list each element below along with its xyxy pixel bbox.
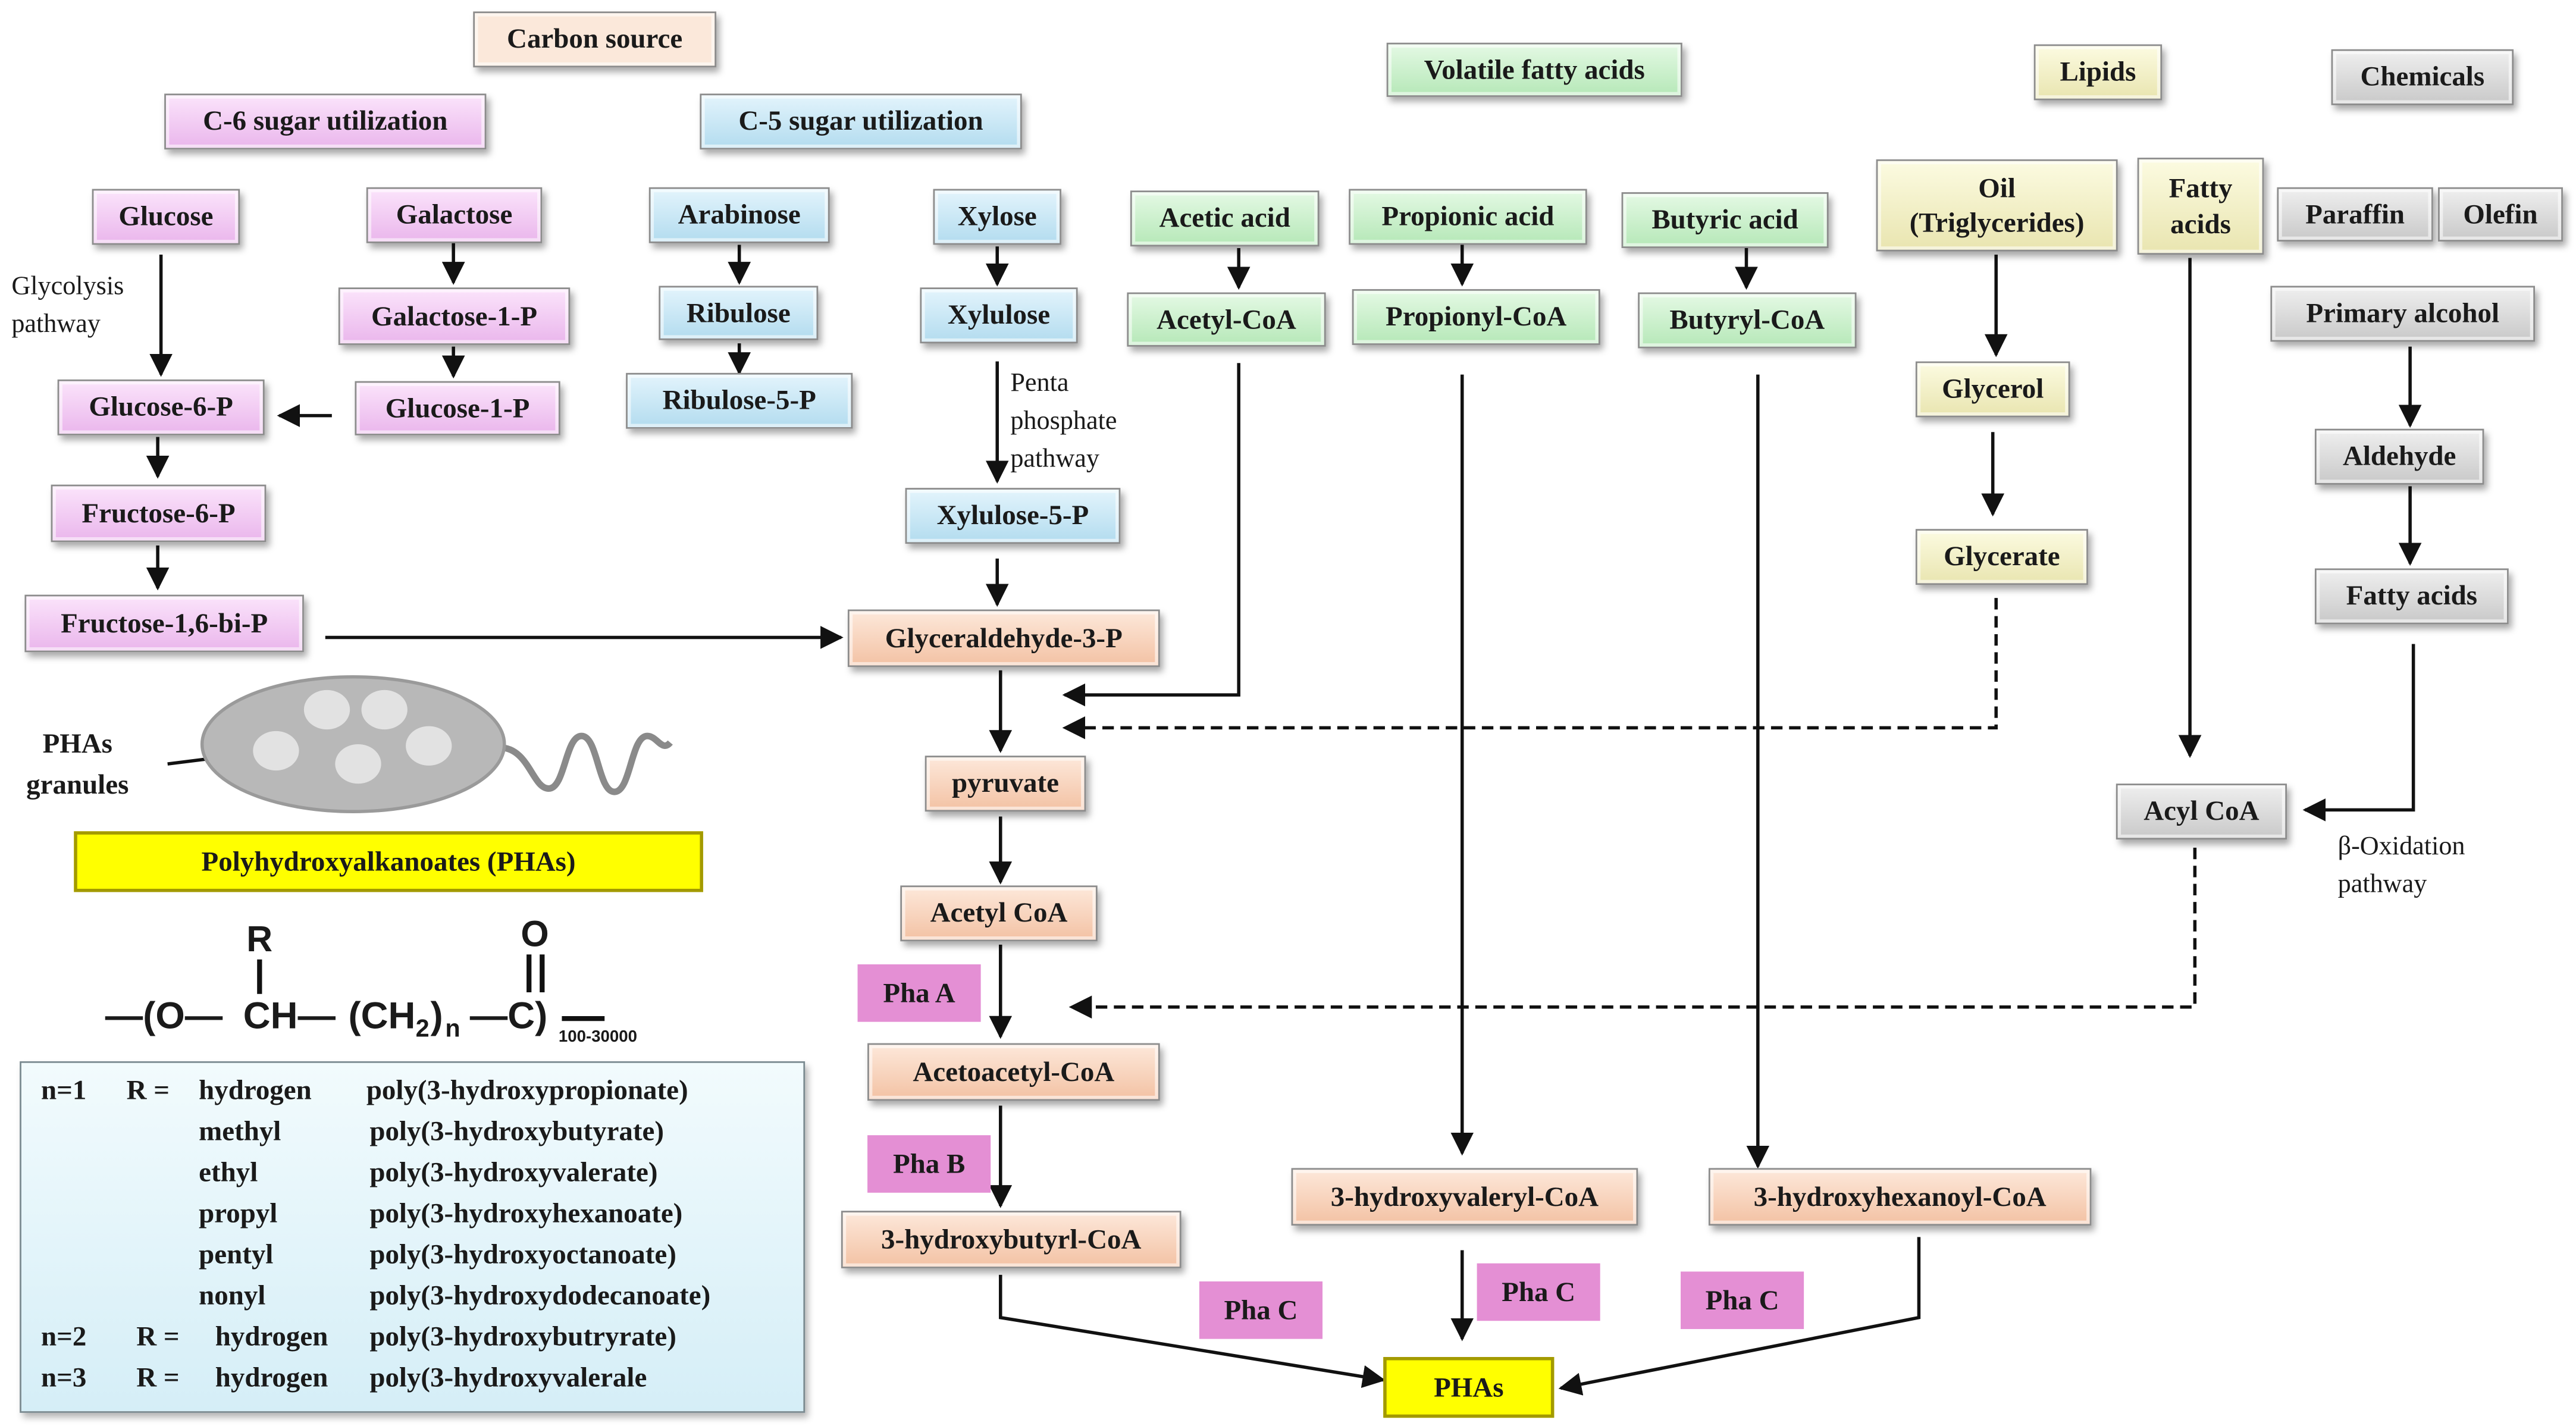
node-glucose: Glucose [92, 189, 240, 245]
node-xylulose-5-p: Xylulose-5-P [905, 488, 1121, 544]
table-cell-n: n=1 [41, 1074, 87, 1106]
node-acetyl-coa-vfa: Acetyl-CoA [1127, 292, 1326, 347]
header-c6-sugar: C-6 sugar utilization [164, 93, 487, 150]
structure-ch: CH— [243, 994, 336, 1037]
structure-repeat-subscript: 100-30000 [558, 1028, 637, 1047]
node-oil-triglycerides: Oil (Triglycerides) [1876, 159, 2118, 252]
header-vfa: Volatile fatty acids [1386, 42, 1682, 97]
table-cell-group: hydrogen [215, 1362, 328, 1393]
node-ribulose: Ribulose [659, 286, 819, 340]
table-cell-group: methyl [199, 1115, 281, 1147]
node-propionyl-coa: Propionyl-CoA [1352, 289, 1600, 345]
pha-polymer-table: n=1 R = hydrogen poly(3-hydroxypropionate) m… [20, 1061, 806, 1413]
label-pha-granules: PHAs granules [26, 728, 129, 800]
header-c5-sugar: C-5 sugar utilization [700, 93, 1022, 150]
table-cell-group: propyl [199, 1198, 278, 1229]
table-cell-r: R = [126, 1074, 170, 1106]
enzyme-pha-b: Pha B [867, 1135, 991, 1193]
node-acetoacetyl-coa: Acetoacetyl-CoA [867, 1043, 1160, 1101]
header-carbon-source: Carbon source [473, 11, 717, 68]
node-fructose-6-p: Fructose-6-P [51, 484, 267, 543]
node-propionic-acid: Propionic acid [1349, 189, 1587, 245]
bacterium-illustration [200, 675, 673, 813]
table-cell-polymer: poly(3-hydroxybutyrate) [369, 1115, 665, 1147]
table-cell-group: nonyl [199, 1280, 266, 1311]
structure-ch2-close: ) [430, 994, 443, 1037]
node-butyric-acid: Butyric acid [1621, 192, 1829, 248]
structure-ch2-sub: 2 [415, 1015, 430, 1043]
node-fatty-acids-lipid: Fatty acids [2137, 158, 2264, 255]
node-glucose-6-p: Glucose-6-P [57, 379, 265, 435]
table-row: methyl poly(3-hydroxybutyrate) [21, 1115, 794, 1155]
node-xylose: Xylose [933, 189, 1061, 245]
enzyme-pha-a: Pha A [857, 964, 981, 1022]
table-cell-polymer: poly(3-hydroxyvalerate) [369, 1157, 658, 1188]
header-lipids: Lipids [2033, 44, 2163, 101]
node-pyruvate: pyruvate [925, 756, 1086, 812]
node-glycerol: Glycerol [1915, 361, 2070, 418]
table-cell-group: hydrogen [215, 1321, 328, 1352]
table-row: propyl poly(3-hydroxyhexanoate) [21, 1198, 794, 1237]
node-xylulose: Xylulose [920, 287, 1078, 344]
table-cell-group: hydrogen [199, 1074, 312, 1106]
node-3-hydroxybutyryl-coa: 3-hydroxybutyrl-CoA [841, 1211, 1182, 1268]
enzyme-pha-c-3: Pha C [1681, 1271, 1804, 1330]
table-cell-n: n=3 [41, 1362, 87, 1393]
structure-ch2-open: (CH [348, 994, 416, 1037]
structure-backbone-left: —(O— [105, 994, 223, 1037]
table-cell-n: n=2 [41, 1321, 87, 1352]
node-butyryl-coa: Butyryl-CoA [1638, 292, 1857, 349]
node-glyceraldehyde-3-p: Glyceraldehyde-3-P [847, 609, 1160, 667]
node-galactose: Galactose [366, 187, 543, 243]
structure-r-group: R [246, 918, 273, 960]
pha-title: Polyhydroxyalkanoates (PHAs) [74, 831, 703, 892]
node-arabinose: Arabinose [648, 187, 830, 243]
node-acetyl-coa: Acetyl CoA [900, 885, 1098, 942]
table-row: pentyl poly(3-hydroxyoctanoate) [21, 1239, 794, 1278]
structure-oxygen: O [521, 913, 549, 955]
enzyme-pha-c-2: Pha C [1477, 1263, 1600, 1321]
header-chemicals: Chemicals [2331, 49, 2514, 105]
table-row: ethyl poly(3-hydroxyvalerate) [21, 1157, 794, 1196]
label-glycolysis-pathway: Glycolysis pathway [11, 272, 124, 339]
node-acetic-acid: Acetic acid [1130, 190, 1320, 247]
table-row: n=3 R = hydrogen poly(3-hydroxyvalerale [21, 1362, 794, 1401]
node-paraffin: Paraffin [2277, 187, 2433, 242]
table-cell-group: ethyl [199, 1157, 258, 1188]
node-aldehyde: Aldehyde [2314, 428, 2484, 485]
structure-c-close: —C) [469, 994, 548, 1037]
node-3-hydroxyvaleryl-coa: 3-hydroxyvaleryl-CoA [1291, 1168, 1638, 1226]
table-cell-polymer: poly(3-hydroxybutryrate) [369, 1321, 676, 1352]
node-fructose-16-bi-p: Fructose-1,6-bi-P [24, 594, 304, 653]
node-galactose-1-p: Galactose-1-P [338, 287, 571, 345]
table-cell-polymer: poly(3-hydroxyvalerale [369, 1362, 647, 1393]
node-primary-alcohol: Primary alcohol [2270, 286, 2535, 342]
node-glucose-1-p: Glucose-1-P [355, 381, 560, 435]
node-3-hydroxyhexanoyl-coa: 3-hydroxyhexanoyl-CoA [1708, 1168, 2092, 1226]
node-ribulose-5-p: Ribulose-5-P [626, 372, 853, 429]
table-row: n=2 R = hydrogen poly(3-hydroxybutryrate) [21, 1321, 794, 1360]
structure-n-sub: n [445, 1015, 460, 1043]
table-cell-polymer: poly(3-hydroxyoctanoate) [369, 1239, 676, 1270]
label-pentose-phosphate-pathway: Penta phosphate pathway [1010, 369, 1117, 474]
table-cell-group: pentyl [199, 1239, 274, 1270]
node-olefin: Olefin [2438, 187, 2563, 242]
node-acyl-coa: Acyl CoA [2116, 783, 2287, 840]
table-cell-polymer: poly(3-hydroxyhexanoate) [369, 1198, 683, 1229]
node-glycerate: Glycerate [1915, 529, 2088, 585]
node-fatty-acids-chem: Fatty acids [2314, 568, 2509, 625]
node-phas: PHAs [1383, 1356, 1555, 1418]
pha-structure-bonds [257, 954, 605, 1021]
table-cell-polymer: poly(3-hydroxypropionate) [366, 1074, 688, 1106]
table-cell-r: R = [136, 1362, 180, 1393]
table-row: nonyl poly(3-hydroxydodecanoate) [21, 1280, 794, 1319]
table-row: n=1 R = hydrogen poly(3-hydroxypropionate) [21, 1074, 794, 1114]
label-beta-oxidation-pathway: β-Oxidation pathway [2337, 833, 2465, 900]
table-cell-r: R = [136, 1321, 180, 1352]
enzyme-pha-c-1: Pha C [1199, 1281, 1323, 1339]
table-cell-polymer: poly(3-hydroxydodecanoate) [369, 1280, 711, 1311]
